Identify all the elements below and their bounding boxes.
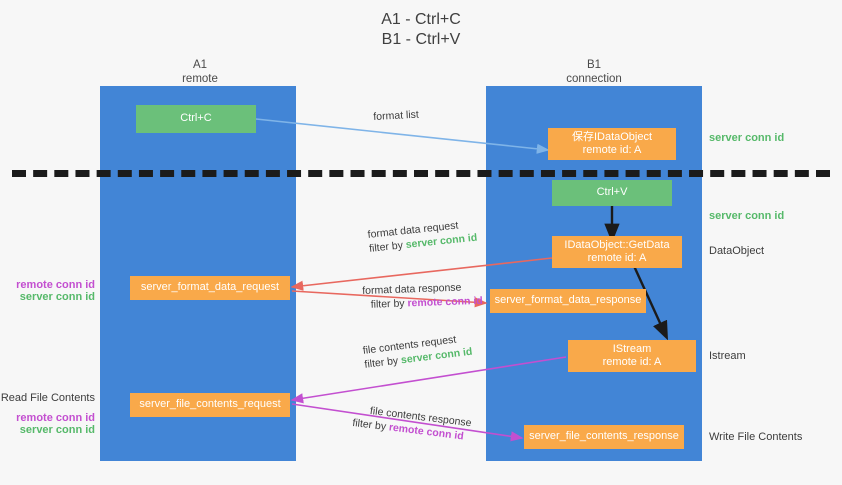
node-server-format-data-response-label: server_format_data_response xyxy=(494,294,642,307)
node-server-format-data-request[interactable]: server_format_data_request xyxy=(130,276,290,300)
node-server-file-contents-request[interactable]: server_file_contents_request xyxy=(130,393,290,417)
annotation-left-server-conn-id-bottom: server conn id xyxy=(19,424,95,436)
annotation-left-remote-conn-id-top: remote conn id xyxy=(16,279,95,291)
node-istream-remote-id: remote id: A xyxy=(602,356,662,368)
edge-label-format-data-response: format data response filter by remote co… xyxy=(362,280,483,312)
title-line-1: A1 - Ctrl+C xyxy=(381,11,461,28)
edge-label-format-list-text: format list xyxy=(373,108,420,123)
arrow-format-list xyxy=(255,118,550,154)
node-idataobject-getdata[interactable]: IDataObject::GetData remote id: A xyxy=(552,236,682,268)
node-save-idataobject-remote-id: remote id: A xyxy=(582,144,642,156)
arrow-file-contents-request xyxy=(290,356,567,404)
annotation-right-server-conn-id-top: server conn id xyxy=(709,132,785,144)
node-istream[interactable]: IStream remote id: A xyxy=(568,340,696,372)
node-save-idataobject[interactable]: 保存IDataObject remote id: A xyxy=(548,128,676,160)
lane-b1-sub: connection xyxy=(566,73,622,85)
lane-a1-name: A1 xyxy=(192,59,208,71)
node-idataobject-getdata-remote-id: remote id: A xyxy=(587,252,647,264)
arrow-format-data-request xyxy=(290,257,553,291)
annotation-left-remote-conn-id-bottom: remote conn id xyxy=(16,412,95,424)
node-server-format-data-request-label: server_format_data_request xyxy=(140,281,280,294)
annotation-left-read-file-contents: Read File Contents xyxy=(0,392,95,404)
edge-label-format-list: format list xyxy=(373,108,419,124)
phase-divider xyxy=(12,170,830,177)
node-server-file-contents-response-label: server_file_contents_response xyxy=(529,430,679,443)
lane-a1-sub: remote xyxy=(182,73,218,85)
node-ctrl-c[interactable]: Ctrl+C xyxy=(136,105,256,133)
lane-header-b1: B1 connection xyxy=(534,58,654,86)
node-server-file-contents-request-label: server_file_contents_request xyxy=(139,398,281,411)
annotation-right-server-conn-id-mid: server conn id xyxy=(709,210,785,222)
node-save-idataobject-label: 保存IDataObject xyxy=(571,130,653,143)
node-server-file-contents-response[interactable]: server_file_contents_response xyxy=(524,425,684,449)
arrow-format-data-response xyxy=(291,290,488,308)
node-idataobject-getdata-label: IDataObject::GetData xyxy=(564,238,670,251)
annotation-right-dataobject: DataObject xyxy=(709,245,765,257)
node-ctrl-c-label: Ctrl+C xyxy=(180,112,212,125)
page-title: A1 - Ctrl+C B1 - Ctrl+V xyxy=(0,10,842,50)
node-istream-label: IStream xyxy=(612,342,652,355)
arrow-file-contents-response xyxy=(291,403,524,442)
filter-prefix: filter by xyxy=(368,239,407,255)
annotation-left-server-conn-id-top: server conn id xyxy=(19,291,95,303)
node-server-format-data-response[interactable]: server_format_data_response xyxy=(490,289,646,313)
filter-value-remote-conn-id: remote conn id xyxy=(407,294,483,310)
annotation-right-istream: Istream xyxy=(709,350,746,362)
lane-header-a1: A1 remote xyxy=(140,58,260,86)
annotation-right-write-file-contents: Write File Contents xyxy=(709,431,803,443)
lane-b1-name: B1 xyxy=(586,59,602,71)
node-ctrl-v[interactable]: Ctrl+V xyxy=(552,180,672,206)
arrow-getdata-to-istream xyxy=(632,265,668,341)
node-ctrl-v-label: Ctrl+V xyxy=(596,186,628,199)
filter-prefix: filter by xyxy=(370,297,408,311)
title-line-2: B1 - Ctrl+V xyxy=(381,31,461,48)
